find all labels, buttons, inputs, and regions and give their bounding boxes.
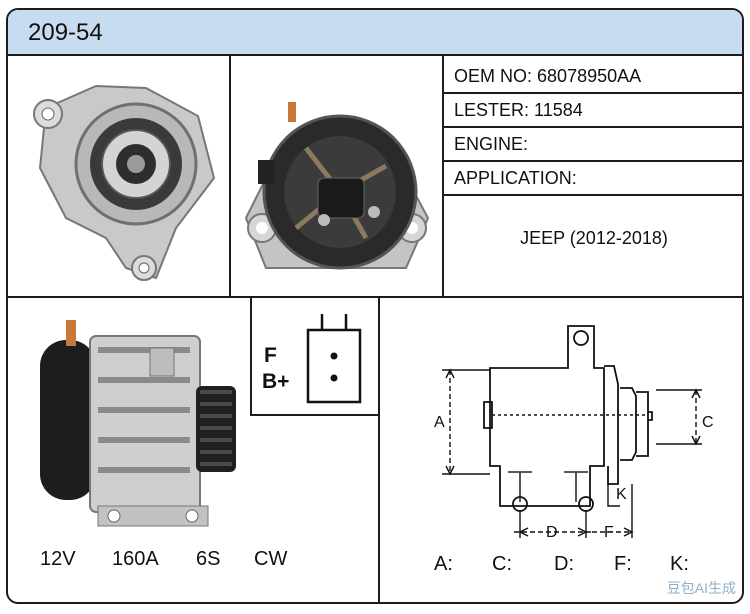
application-value: JEEP (2012-2018) [520, 228, 668, 248]
terminal-f-label: F [264, 344, 277, 367]
dimension-d-marker: D [546, 524, 558, 541]
divider [250, 414, 380, 416]
divider [442, 56, 444, 296]
divider [444, 160, 742, 162]
dimension-k-label: K: [670, 553, 689, 575]
dimension-f-marker: F [604, 524, 614, 541]
spec-lester-value: 11584 [534, 100, 583, 120]
alternator-front-photo [33, 84, 216, 281]
header-bar: 209-54 [8, 10, 742, 56]
voltage-rating: 12V [40, 548, 76, 570]
spec-oem: OEM NO: 68078950AA [444, 66, 742, 87]
spec-engine: ENGINE: [444, 134, 742, 155]
pulley-rating: 6S [196, 548, 221, 570]
divider [250, 298, 252, 416]
product-card: 209-54 OEM NO: 68078950AA LESTER: 11584 … [6, 8, 744, 604]
rotation-rating: CW [254, 548, 288, 570]
dimension-c-marker: C [702, 414, 714, 431]
spec-application: APPLICATION: [444, 168, 742, 189]
divider [444, 92, 742, 94]
divider [229, 56, 231, 296]
divider [378, 298, 380, 602]
amperage-rating: 160A [112, 548, 159, 570]
dimension-c-label: C: [492, 553, 512, 575]
divider [444, 194, 742, 196]
terminal-b-plus-label: B+ [262, 370, 290, 393]
watermark-text: 豆包AI生成 [666, 580, 736, 596]
dimension-a-marker: A [434, 414, 445, 431]
spec-oem-label: OEM NO: [454, 66, 533, 86]
divider [8, 296, 742, 298]
part-number-title: 209-54 [28, 19, 103, 46]
dimension-drawing [442, 325, 702, 538]
spec-engine-label: ENGINE: [454, 134, 529, 154]
spec-oem-value: 68078950AA [537, 66, 642, 86]
spec-lester: LESTER: 11584 [444, 100, 742, 121]
dimension-a-label: A: [434, 553, 453, 575]
spec-application-label: APPLICATION: [454, 168, 577, 188]
connector-diagram [306, 314, 362, 404]
dimension-k-marker: K [616, 486, 627, 503]
alternator-side-photo [40, 320, 236, 527]
alternator-rear-photo [244, 102, 430, 270]
spec-lester-label: LESTER: [454, 100, 530, 120]
divider [444, 126, 742, 128]
dimension-d-label: D: [554, 553, 574, 575]
dimension-f-label: F: [614, 553, 632, 575]
